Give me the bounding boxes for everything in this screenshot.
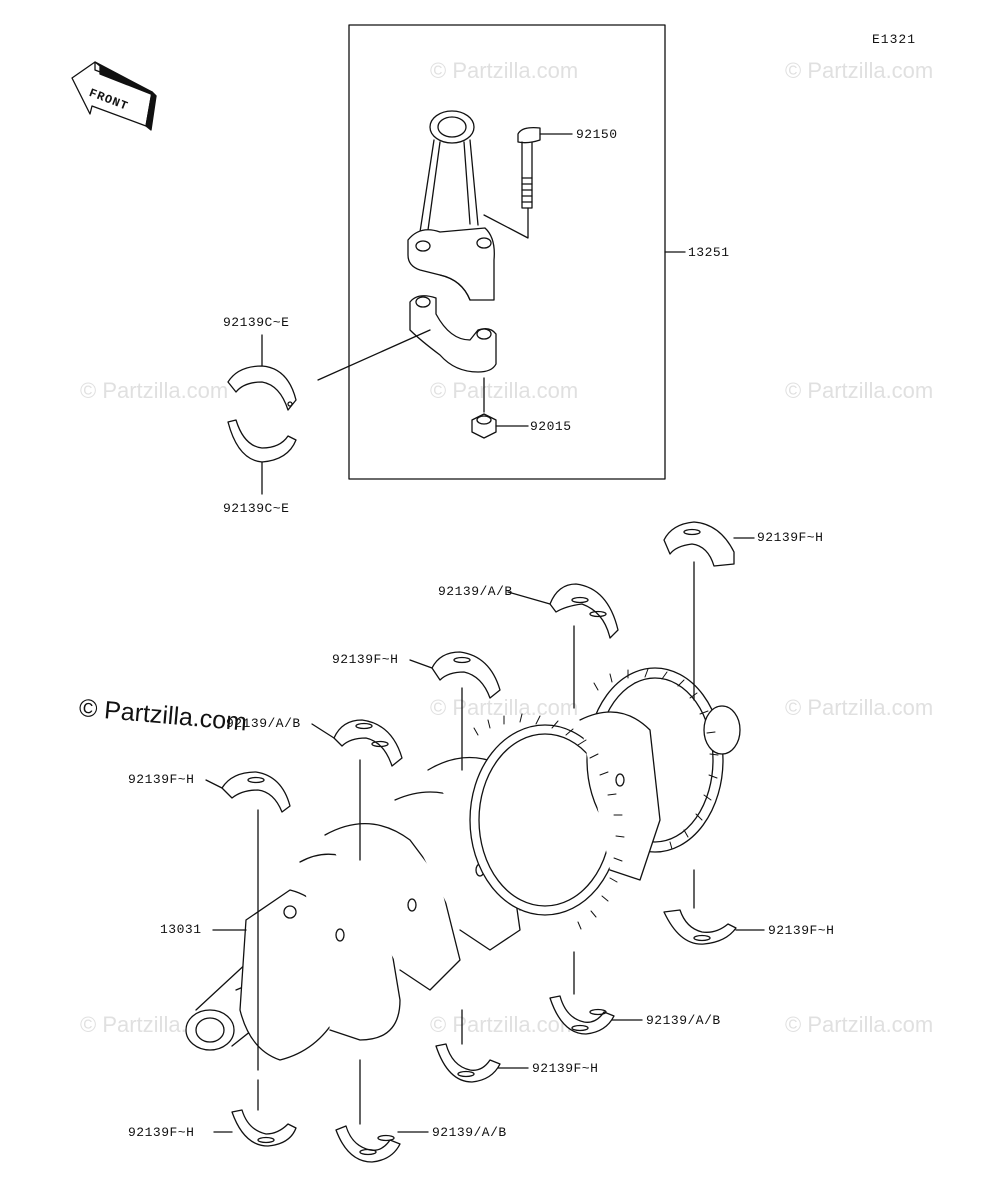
rod-bearing-lower-icon: [227, 419, 297, 463]
diagram-code: E1321: [872, 32, 917, 47]
crankshaft: [185, 667, 741, 1061]
connecting-rod: [407, 110, 495, 301]
bolt-icon: [517, 126, 541, 209]
watermark: © Partzilla.com: [785, 378, 934, 403]
label-main-bearing[interactable]: 92139F~H: [128, 1125, 195, 1140]
nut-icon: [471, 413, 497, 439]
main-bearing-shell-icon: [333, 719, 403, 767]
label-main-bearing[interactable]: 92139F~H: [768, 923, 835, 938]
label-crankshaft[interactable]: 13031: [160, 922, 202, 937]
label-main-bearing[interactable]: 92139/A/B: [646, 1013, 721, 1028]
watermark: © Partzilla.com: [80, 378, 229, 403]
label-rod-bearing-upper[interactable]: 92139C~E: [223, 315, 290, 330]
main-bearing-shell-icon: [549, 583, 619, 639]
main-bearing-shell-icon: [435, 1043, 501, 1083]
watermark: © Partzilla.com: [785, 695, 934, 720]
label-main-bearing[interactable]: 92139/A/B: [438, 584, 513, 599]
label-main-bearing[interactable]: 92139F~H: [332, 652, 399, 667]
label-main-bearing[interactable]: 92139F~H: [128, 772, 195, 787]
watermark: © Partzilla.com: [430, 1012, 579, 1037]
main-bearing-shell-icon: [335, 1125, 401, 1163]
label-rod-bearing-lower[interactable]: 92139C~E: [223, 501, 290, 516]
label-nut[interactable]: 92015: [530, 419, 572, 434]
label-main-bearing[interactable]: 92139/A/B: [226, 716, 301, 731]
main-bearing-shell-icon: [549, 995, 615, 1035]
connecting-rod-assembly-box: [348, 24, 666, 480]
label-connecting-rod-assy[interactable]: 13251: [688, 245, 730, 260]
main-bearing-shell-icon: [431, 651, 501, 699]
watermark: © Partzilla.com: [430, 378, 579, 403]
label-main-bearing[interactable]: 92139/A/B: [432, 1125, 507, 1140]
connecting-rod-cap: [409, 295, 497, 373]
main-bearing-shell-icon: [663, 909, 737, 945]
main-bearing-shell-icon: [231, 1109, 297, 1147]
label-bolt[interactable]: 92150: [576, 127, 618, 142]
watermark: © Partzilla.com: [430, 58, 579, 83]
rod-bearing-upper-icon: [227, 365, 297, 411]
label-main-bearing[interactable]: 92139F~H: [532, 1061, 599, 1076]
label-main-bearing[interactable]: 92139F~H: [757, 530, 824, 545]
main-bearing-shell-icon: [221, 771, 291, 813]
main-bearing-shell-icon: [663, 521, 735, 567]
front-arrow-icon: [71, 61, 157, 131]
watermark: © Partzilla.com: [785, 1012, 934, 1037]
watermark: © Partzilla.com: [785, 58, 934, 83]
